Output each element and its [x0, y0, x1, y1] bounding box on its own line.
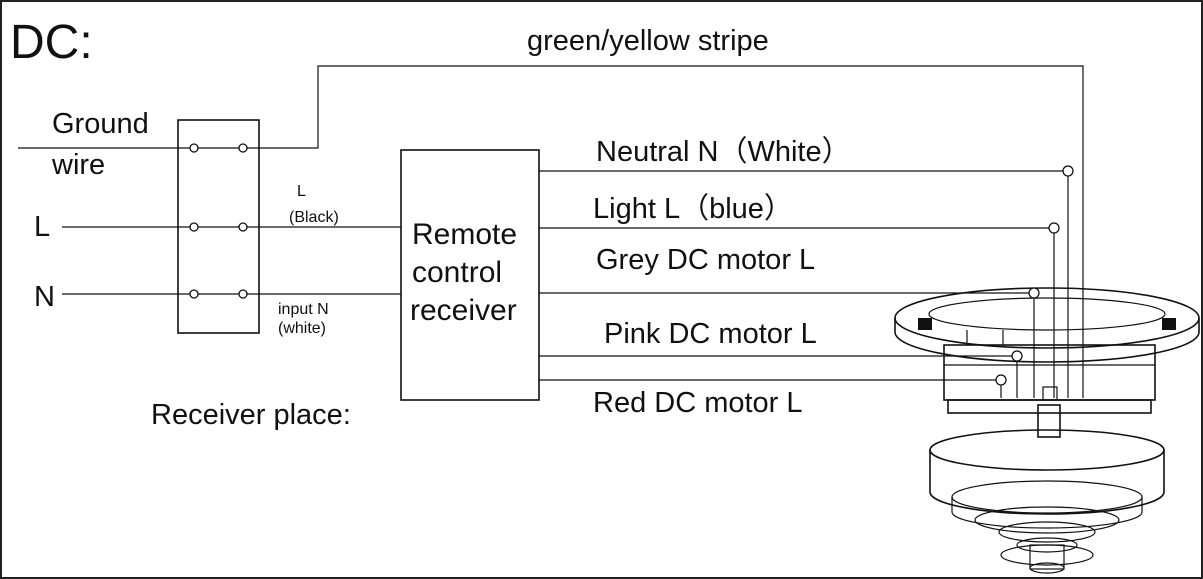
neutral-white-label: Neutral N（White）: [596, 136, 851, 168]
l-black-label-2: (Black): [289, 209, 339, 226]
receiver-label-1: Remote: [412, 218, 517, 251]
terminal-dot: [189, 289, 199, 299]
pink-motor-label: Pink DC motor L: [604, 318, 817, 350]
ground-wire-label-1: Ground: [52, 108, 149, 140]
neutral-label: N: [34, 281, 55, 313]
input-n-label-2: (white): [278, 320, 326, 337]
input-n-label-1: input N: [278, 301, 329, 318]
receiver-label-3: receiver: [410, 294, 517, 327]
ground-stripe-wire: [259, 65, 1084, 360]
terminal-dot: [238, 143, 248, 153]
stripe-label: green/yellow stripe: [527, 25, 769, 57]
red-motor-label: Red DC motor L: [593, 387, 803, 419]
l-black-label-1: L: [297, 183, 306, 200]
receiver-label-2: control: [412, 256, 502, 289]
live-label: L: [34, 211, 50, 243]
diagram-title: DC:: [10, 16, 93, 69]
terminal-dot: [189, 222, 199, 232]
grey-motor-label: Grey DC motor L: [596, 244, 815, 276]
terminal-dot: [238, 222, 248, 232]
terminal-dot: [238, 289, 248, 299]
remote-control-receiver: [400, 149, 540, 401]
light-blue-label: Light L（blue）: [593, 193, 793, 225]
terminal-dot: [189, 143, 199, 153]
receiver-place-label: Receiver place:: [151, 399, 351, 431]
ceiling-fan-illustration: [894, 165, 1200, 574]
ground-wire-label-2: wire: [51, 149, 105, 181]
